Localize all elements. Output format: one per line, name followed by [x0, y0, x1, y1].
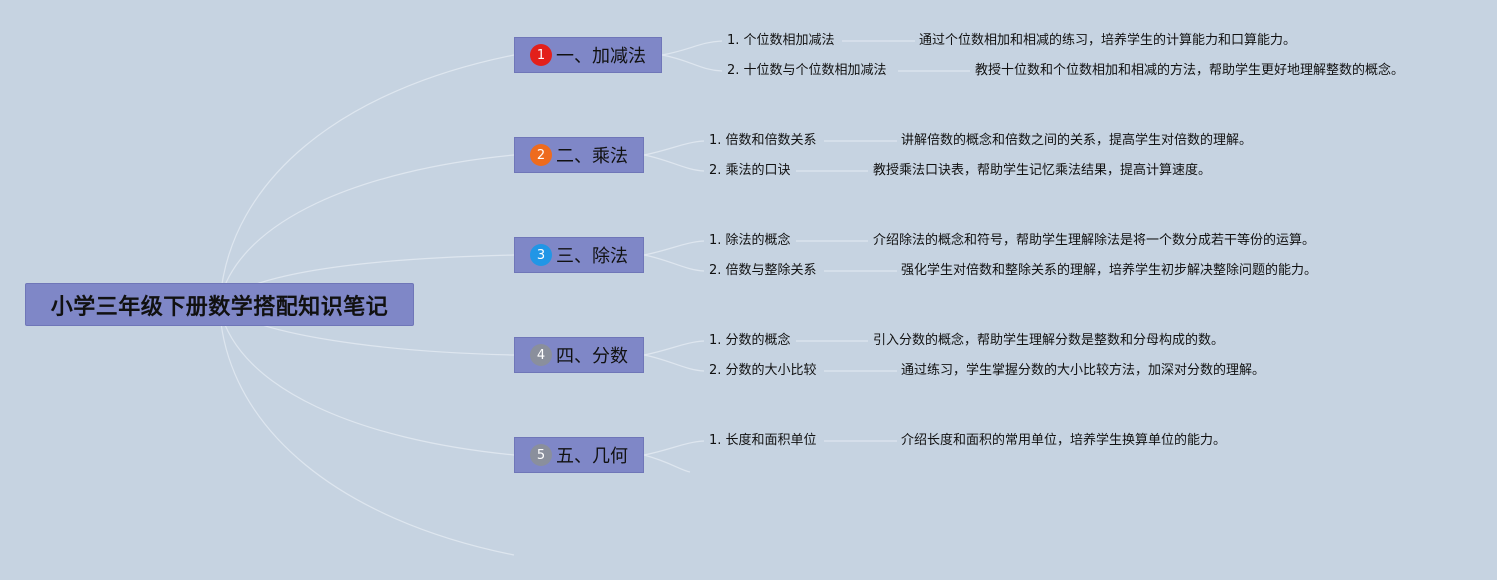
branch-fractions[interactable]: 4 四、分数 [514, 337, 644, 373]
priority-1-icon: 1 [530, 44, 552, 66]
subtopic-multiples[interactable]: 1. 倍数和倍数关系 [709, 133, 817, 148]
subtopic-length-area-units[interactable]: 1. 长度和面积单位 [709, 433, 817, 448]
subtopic-fraction-comparison[interactable]: 2. 分数的大小比较 [709, 363, 817, 378]
subtopic-tens-ones-add-sub[interactable]: 2. 十位数与个位数相加减法 [727, 63, 887, 78]
branch-label: 一、加减法 [556, 46, 646, 67]
branch-geometry[interactable]: 5 五、几何 [514, 437, 644, 473]
subtopic-description: 介绍长度和面积的常用单位，培养学生换算单位的能力。 [901, 433, 1227, 448]
branch-division[interactable]: 3 三、除法 [514, 237, 644, 273]
branch-multiplication[interactable]: 2 二、乘法 [514, 137, 644, 173]
subtopic-description: 讲解倍数的概念和倍数之间的关系，提高学生对倍数的理解。 [901, 133, 1253, 148]
subtopic-description: 教授十位数和个位数相加和相减的方法，帮助学生更好地理解整数的概念。 [975, 63, 1405, 78]
subtopic-fraction-concept[interactable]: 1. 分数的概念 [709, 333, 791, 348]
subtopic-multiples-divisibility[interactable]: 2. 倍数与整除关系 [709, 263, 817, 278]
branch-label: 二、乘法 [556, 146, 628, 167]
priority-2-icon: 2 [530, 144, 552, 166]
subtopic-description: 教授乘法口诀表，帮助学生记忆乘法结果，提高计算速度。 [873, 163, 1212, 178]
branch-label: 四、分数 [556, 346, 628, 367]
subtopic-description: 引入分数的概念，帮助学生理解分数是整数和分母构成的数。 [873, 333, 1225, 348]
branch-addition-subtraction[interactable]: 1 一、加减法 [514, 37, 662, 73]
branch-label: 五、几何 [556, 446, 628, 467]
subtopic-description: 通过练习，学生掌握分数的大小比较方法，加深对分数的理解。 [901, 363, 1266, 378]
root-title: 小学三年级下册数学搭配知识笔记 [50, 294, 389, 320]
priority-5-icon: 5 [530, 444, 552, 466]
subtopic-multiplication-table[interactable]: 2. 乘法的口诀 [709, 163, 791, 178]
priority-3-icon: 3 [530, 244, 552, 266]
subtopic-description: 介绍除法的概念和符号，帮助学生理解除法是将一个数分成若干等份的运算。 [873, 233, 1316, 248]
root-node[interactable]: 小学三年级下册数学搭配知识笔记 [25, 283, 414, 326]
subtopic-single-digit-add-sub[interactable]: 1. 个位数相加减法 [727, 33, 835, 48]
branch-label: 三、除法 [556, 246, 628, 267]
subtopic-description: 强化学生对倍数和整除关系的理解，培养学生初步解决整除问题的能力。 [901, 263, 1318, 278]
priority-4-icon: 4 [530, 344, 552, 366]
subtopic-description: 通过个位数相加和相减的练习，培养学生的计算能力和口算能力。 [919, 33, 1297, 48]
subtopic-division-concept[interactable]: 1. 除法的概念 [709, 233, 791, 248]
